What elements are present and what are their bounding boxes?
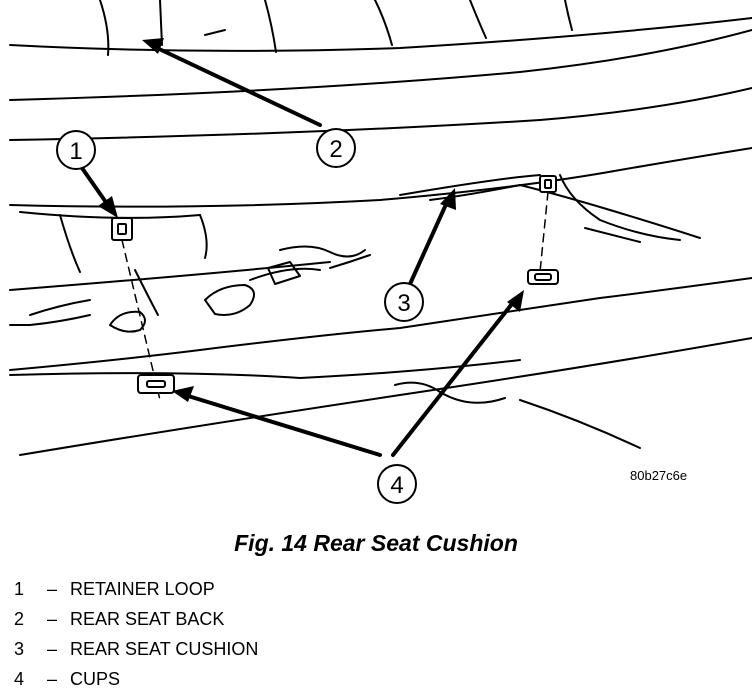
callout-label-3: 3: [397, 290, 410, 317]
callout-label-2: 2: [329, 136, 342, 163]
retainer-loop-right: [539, 175, 557, 193]
legend-number: 3: [14, 639, 25, 659]
callout-circle-2: [316, 128, 356, 168]
legend-item: 3 –REAR SEAT CUSHION: [14, 634, 258, 664]
legend-label: REAR SEAT CUSHION: [70, 639, 259, 659]
legend-number: 1: [14, 579, 25, 599]
arrow-4: [172, 290, 524, 457]
dash-line-left: [121, 239, 161, 401]
legend-separator: –: [46, 579, 57, 599]
retainer-loop-left: [111, 217, 133, 241]
arrow-3: [408, 188, 456, 286]
callout-circle-1: [56, 130, 96, 170]
callout-label-1: 1: [69, 138, 82, 165]
cup-left: [137, 374, 175, 394]
legend-number: 4: [14, 669, 25, 689]
legend-label: CUPS: [70, 669, 121, 689]
legend-label: RETAINER LOOP: [70, 579, 215, 599]
legend-separator: –: [46, 669, 57, 689]
callout-circle-4: [377, 464, 417, 504]
legend-item: 2 –REAR SEAT BACK: [14, 604, 258, 634]
rear-seat-back-drawing: [9, 0, 752, 219]
legend-number: 2: [14, 609, 25, 629]
legend-list: 1–RETAINER LOOP 2–REAR SEAT BACK 3–REAR …: [14, 574, 258, 694]
dash-line-right: [539, 191, 549, 273]
legend-item: 1 –RETAINER LOOP: [14, 574, 258, 604]
legend-separator: –: [46, 609, 57, 629]
figure-caption: Fig. 14 Rear Seat Cushion: [234, 530, 518, 556]
arrow-1: [80, 166, 118, 218]
cup-right: [527, 269, 559, 285]
callout-label-4: 4: [390, 472, 403, 499]
legend-separator: –: [46, 639, 57, 659]
legend-item: 4 –CUPS: [14, 664, 258, 694]
legend-label: REAR SEAT BACK: [70, 609, 225, 629]
rear-seat-cushion-drawing: [9, 174, 752, 456]
image-code: 80b27c6e: [630, 468, 687, 483]
seat-cushion-illustration: 1 2 3 4 80b27c6e: [9, 0, 752, 504]
arrow-2: [142, 38, 322, 127]
callout-circle-3: [384, 282, 424, 322]
